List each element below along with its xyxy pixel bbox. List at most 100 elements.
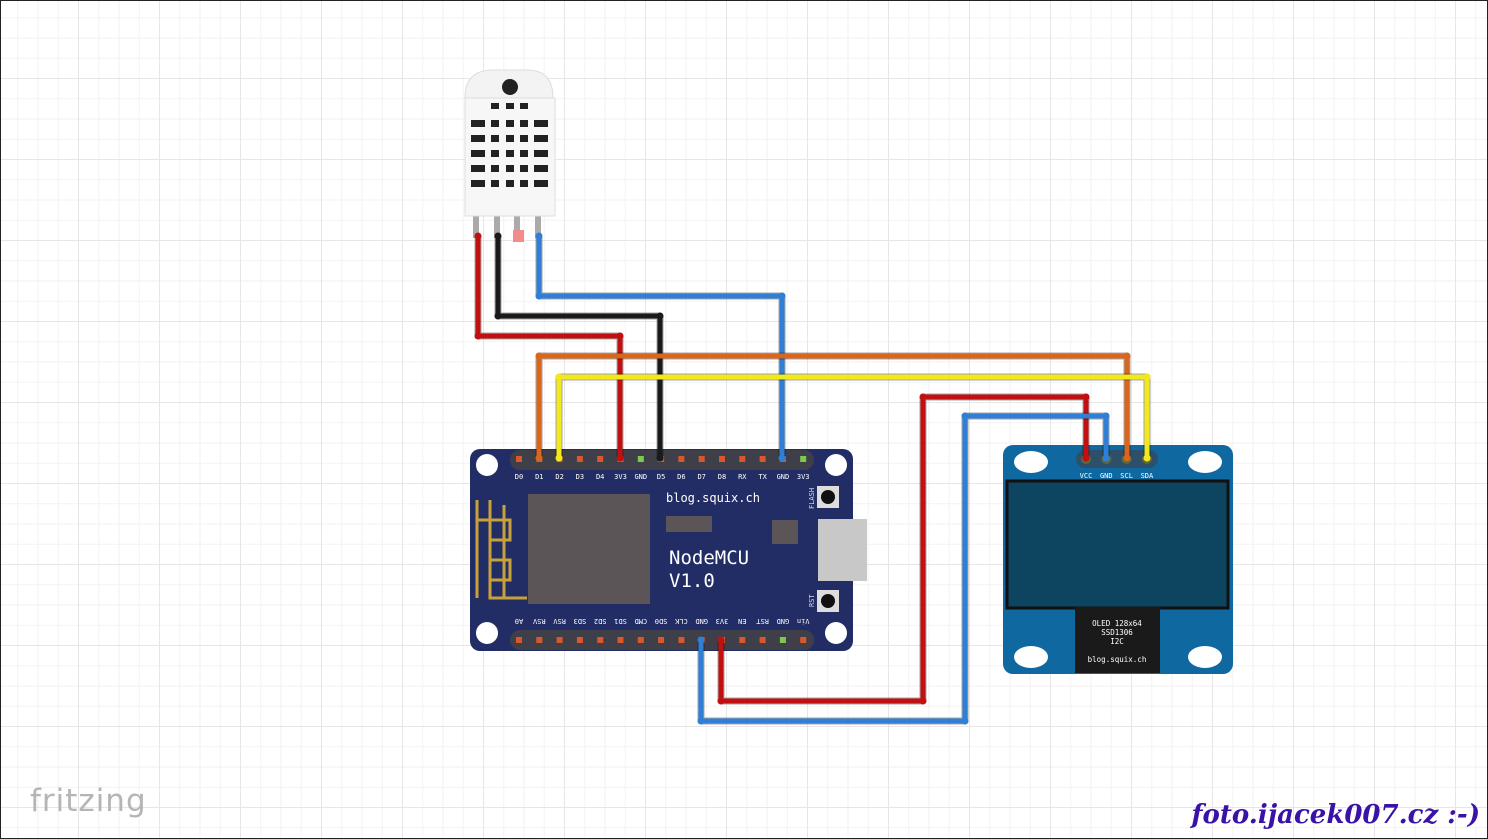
- pin-label: TX: [758, 473, 767, 481]
- pin-bottom-a0[interactable]: [516, 637, 522, 643]
- wire-bendpoint[interactable]: [555, 454, 563, 462]
- wire-bendpoint[interactable]: [474, 332, 482, 340]
- mount-hole-icon: [502, 79, 518, 95]
- oled-pin-label: VCC: [1080, 472, 1093, 480]
- wire-bendpoint[interactable]: [535, 454, 543, 462]
- pin-label: D8: [718, 473, 726, 481]
- pin-label: RSV: [532, 617, 545, 625]
- oled-pin-label: GND: [1100, 472, 1113, 480]
- pin-bottom-clk[interactable]: [678, 637, 685, 643]
- pin-bottom-en[interactable]: [739, 637, 746, 643]
- oled-pin-label: SDA: [1141, 472, 1154, 480]
- wire-bendpoint[interactable]: [1143, 454, 1151, 462]
- pin-top-gnd[interactable]: [637, 456, 644, 462]
- antenna-trace: [475, 500, 527, 600]
- pin-label: D0: [515, 473, 523, 481]
- pin-label: GND: [777, 617, 790, 625]
- wire-bendpoint[interactable]: [717, 636, 725, 644]
- oled-label-1: OLED 128x64: [1092, 619, 1142, 628]
- pin-bottom-cmd[interactable]: [637, 637, 644, 643]
- pin-label: D2: [555, 473, 563, 481]
- pin-bottom-sd1[interactable]: [617, 637, 624, 643]
- pin-top-d6[interactable]: [678, 456, 685, 462]
- rst-button[interactable]: [821, 594, 835, 608]
- wire-bendpoint[interactable]: [697, 717, 705, 725]
- pin-label: D6: [677, 473, 685, 481]
- rst-label: RST: [808, 594, 816, 607]
- wire-bendpoint[interactable]: [616, 454, 624, 462]
- pin-bottom-vin[interactable]: [800, 637, 807, 643]
- pin-bottom-sd3[interactable]: [576, 637, 583, 643]
- wire-bendpoint[interactable]: [1082, 393, 1090, 401]
- oled-label-2: SSD1306: [1101, 628, 1133, 637]
- wire-bendpoint[interactable]: [535, 352, 543, 360]
- pin-top-3v3[interactable]: [800, 456, 807, 462]
- wire-bendpoint[interactable]: [1102, 454, 1110, 462]
- dht-sensor[interactable]: [464, 69, 556, 242]
- wire-bendpoint[interactable]: [778, 292, 786, 300]
- wire-bendpoint[interactable]: [961, 717, 969, 725]
- pin-top-d0[interactable]: [516, 456, 522, 462]
- wire-bendpoint[interactable]: [961, 412, 969, 420]
- oled-screen: [1005, 479, 1230, 610]
- wire-bendpoint[interactable]: [656, 454, 664, 462]
- oled-label-3: I2C: [1110, 637, 1124, 646]
- wire-bendpoint[interactable]: [535, 292, 543, 300]
- pin-label: GND: [695, 617, 708, 625]
- wire-bendpoint[interactable]: [1143, 373, 1151, 381]
- pin-label: RX: [738, 473, 747, 481]
- wire-bendpoint[interactable]: [535, 232, 543, 240]
- scl-wire[interactable]: [536, 353, 1130, 458]
- dht-gnd-wire[interactable]: [495, 236, 663, 458]
- wire-bendpoint[interactable]: [1082, 454, 1090, 462]
- pin-label: CMD: [634, 617, 647, 625]
- pin-top-d3[interactable]: [576, 456, 583, 462]
- oled-vcc-wire[interactable]: [718, 394, 1089, 704]
- wire-bendpoint[interactable]: [697, 636, 705, 644]
- wire-bendpoint[interactable]: [494, 312, 502, 320]
- pin-bottom-rsv[interactable]: [556, 637, 563, 643]
- photo-credit: foto.ijacek007.cz :-): [1191, 800, 1480, 830]
- pin-label: SD1: [614, 617, 627, 625]
- wire-bendpoint[interactable]: [1102, 412, 1110, 420]
- sda-wire[interactable]: [556, 374, 1150, 458]
- pin-bottom-sd0[interactable]: [658, 637, 665, 643]
- pin-top-tx[interactable]: [759, 456, 766, 462]
- pin-top-d4[interactable]: [597, 456, 604, 462]
- wire-bendpoint[interactable]: [919, 697, 927, 705]
- pin-label: RST: [755, 617, 768, 625]
- wire-bendpoint[interactable]: [919, 393, 927, 401]
- flash-button[interactable]: [821, 490, 835, 504]
- pin-top-d8[interactable]: [719, 456, 725, 462]
- pin-label: 3V3: [614, 473, 627, 481]
- wire-bendpoint[interactable]: [474, 232, 482, 240]
- pin-bottom-sd2[interactable]: [597, 637, 604, 643]
- wire-bendpoint[interactable]: [656, 312, 664, 320]
- wire-bendpoint[interactable]: [1123, 454, 1131, 462]
- wire-bendpoint[interactable]: [616, 332, 624, 340]
- pin-top-rx[interactable]: [739, 456, 746, 462]
- pin-bottom-gnd[interactable]: [779, 637, 786, 643]
- pin-bottom-rst[interactable]: [759, 637, 766, 643]
- pin-label: D4: [596, 473, 604, 481]
- pin-bottom-rsv[interactable]: [536, 637, 543, 643]
- wire-bendpoint[interactable]: [1123, 352, 1131, 360]
- pin-label: RSV: [552, 617, 565, 625]
- pin-label: D5: [657, 473, 665, 481]
- pin-label: 3V3: [716, 617, 729, 625]
- wire-bendpoint[interactable]: [778, 454, 786, 462]
- pin-top-d7[interactable]: [698, 456, 705, 462]
- pin-label: GND: [634, 473, 647, 481]
- wire-bendpoint[interactable]: [555, 373, 563, 381]
- wire-bendpoint[interactable]: [717, 697, 725, 705]
- pin-label: D7: [697, 473, 705, 481]
- wire-bendpoint[interactable]: [494, 232, 502, 240]
- flash-label: FLASH: [808, 488, 816, 509]
- dht-vcc-wire[interactable]: [475, 236, 623, 458]
- oled-gnd-wire[interactable]: [698, 413, 1109, 724]
- oled-display[interactable]: OLED 128x64 SSD1306 I2C blog.squix.ch VC…: [1003, 445, 1233, 674]
- pin-label: A0: [515, 617, 523, 625]
